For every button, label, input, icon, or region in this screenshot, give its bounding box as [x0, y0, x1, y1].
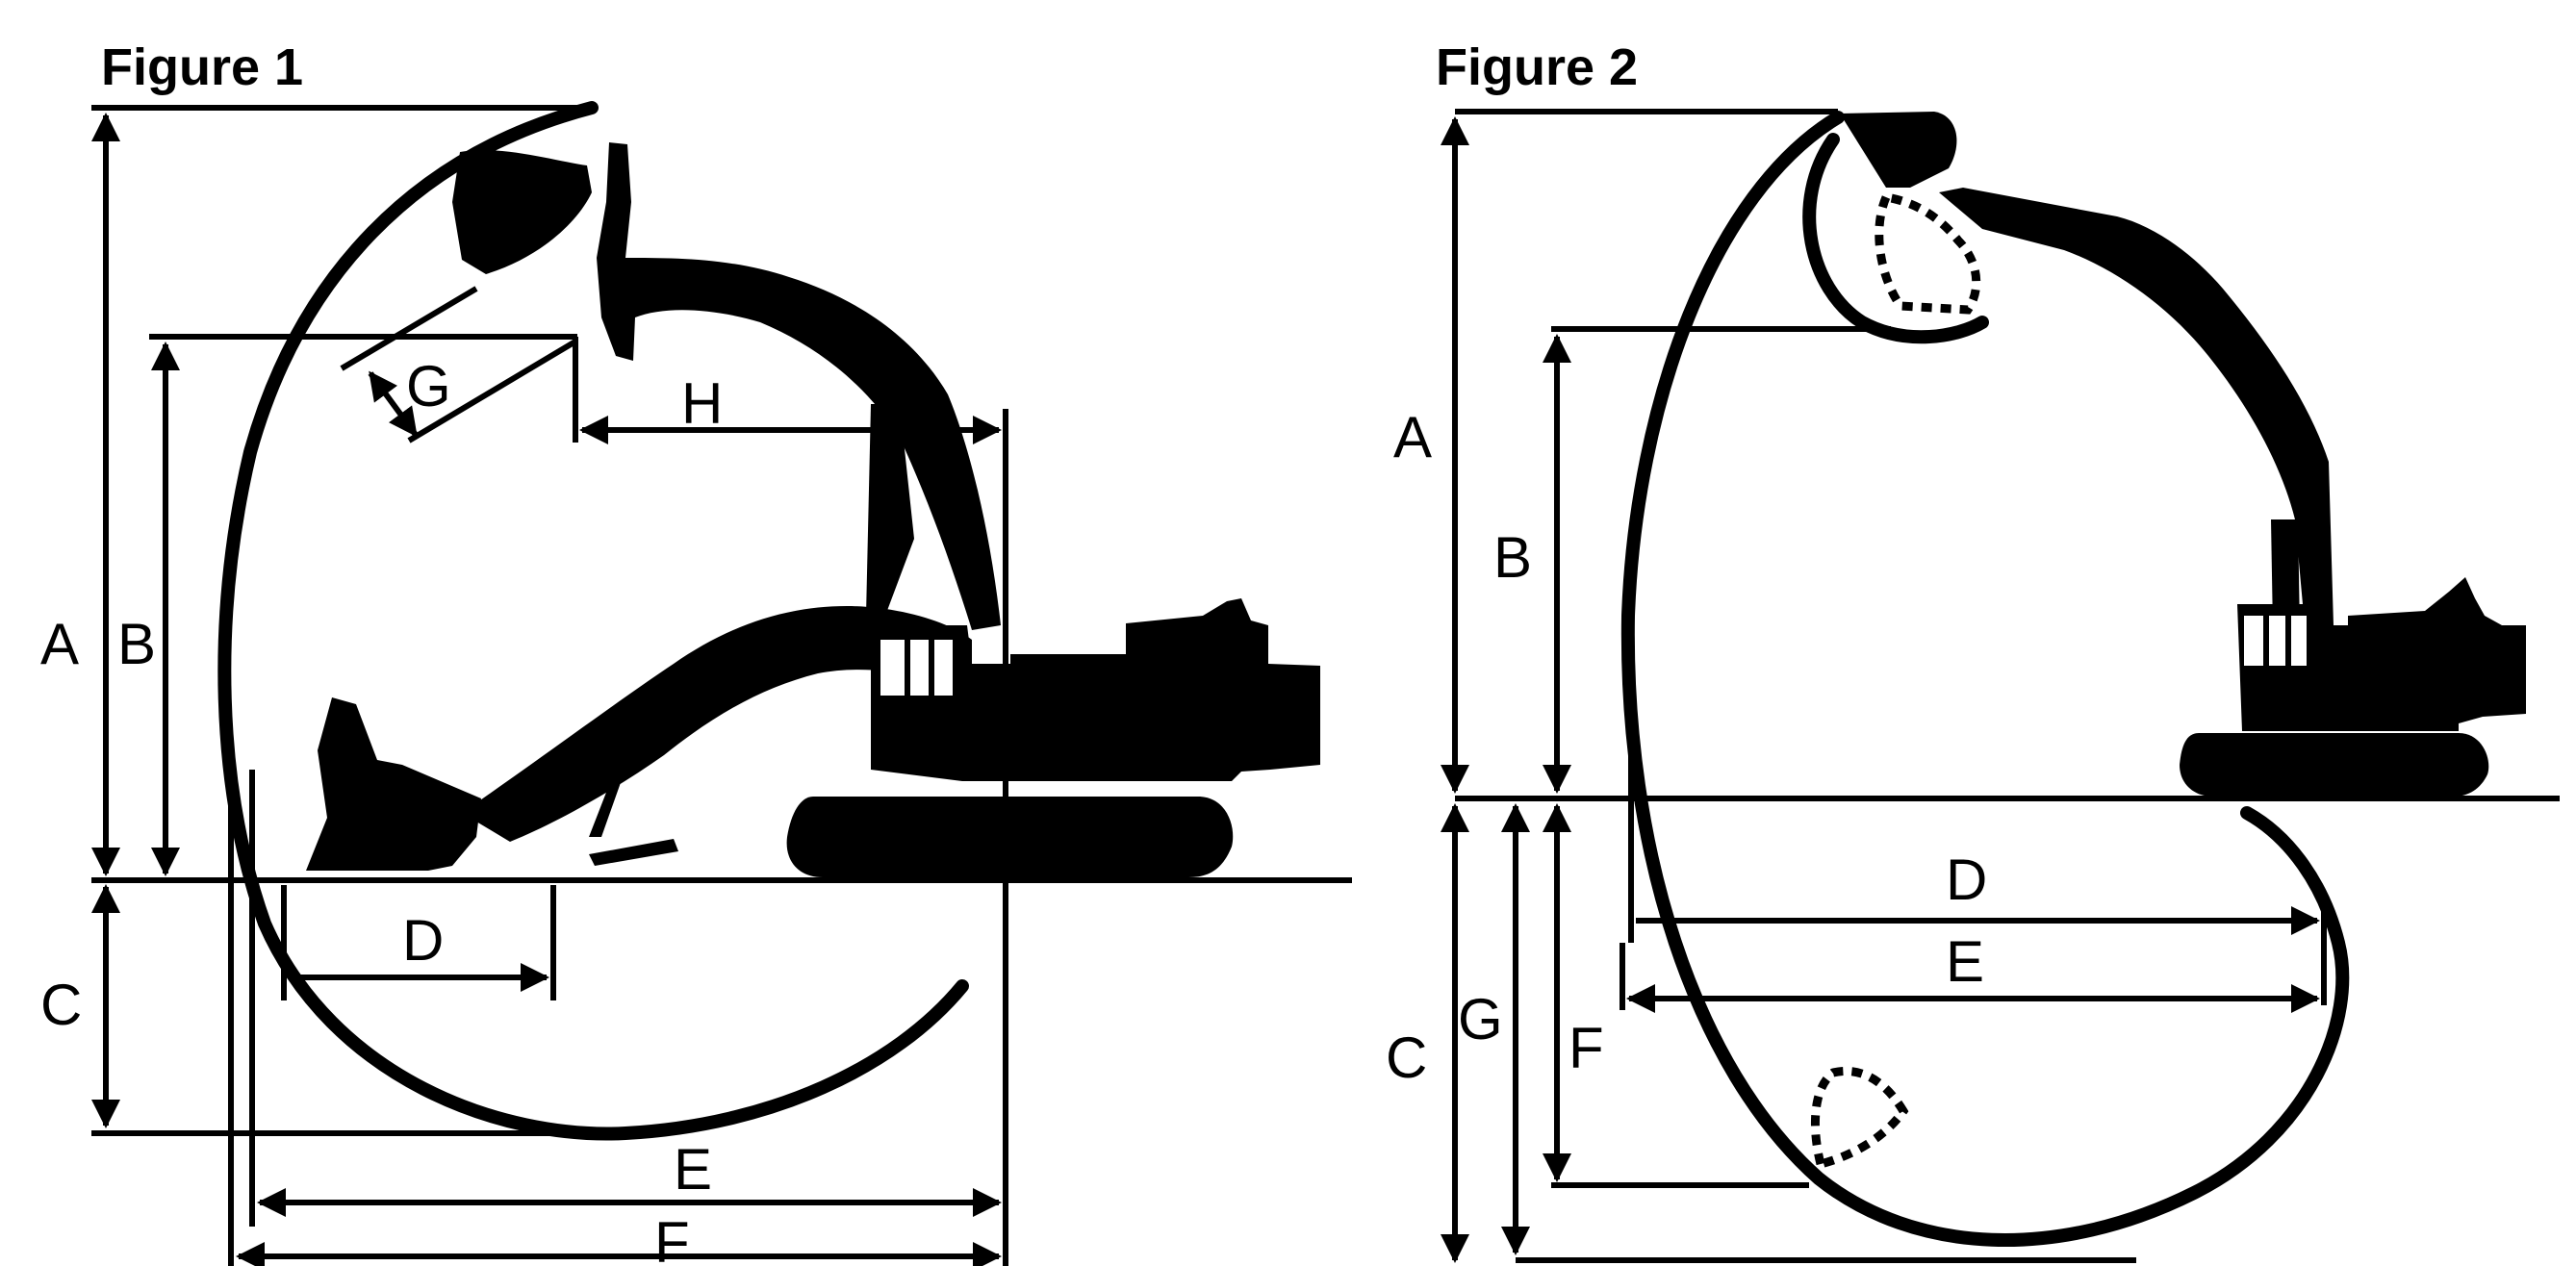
excavator-reach-pose: [452, 142, 1001, 630]
figure-2-title: Figure 2: [1436, 38, 1638, 96]
bucket-top: [452, 149, 592, 274]
label-a: A: [40, 612, 79, 676]
dimension-d-2: D: [1628, 664, 2327, 1005]
figure-1: Figure 1 A B C D: [40, 38, 1352, 1266]
excavator-body-fig1: [786, 598, 1320, 877]
dimension-f: F: [228, 750, 1002, 1266]
dipper-link: [589, 768, 624, 837]
boom-cylinder: [866, 404, 914, 616]
working-envelope-curve: [217, 101, 969, 1141]
boom-arm-2: [1939, 188, 2334, 625]
upper-structure-2: [2237, 577, 2526, 731]
cab-window-2: [2244, 616, 2307, 666]
cab-window: [880, 640, 953, 696]
label-f-2: F: [1569, 1016, 1604, 1080]
label-d: D: [402, 908, 444, 973]
label-h: H: [681, 371, 723, 436]
dimension-f-2: F: [1543, 803, 1809, 1188]
dimension-g: G: [340, 286, 577, 443]
label-g: G: [406, 354, 451, 418]
inner-envelope-loop: [1802, 133, 1989, 344]
dotted-bucket-top: [1875, 191, 1981, 315]
dimension-b: B: [117, 334, 577, 876]
upper-structure: [871, 598, 1320, 781]
dimension-e-2: E: [1620, 929, 2320, 1013]
figure-1-title: Figure 1: [101, 38, 303, 96]
crawler-track: [786, 797, 1234, 877]
label-e-2: E: [1946, 929, 1984, 994]
label-a-2: A: [1393, 405, 1432, 469]
label-d-2: D: [1946, 848, 1987, 912]
bucket-top-2: [1840, 112, 1957, 188]
dimension-a: A: [40, 105, 592, 876]
dotted-bucket-bottom: [1810, 1067, 1909, 1170]
dimension-c: C: [40, 884, 558, 1136]
dimension-g-2: G: [1458, 803, 2136, 1263]
dimension-d: D: [281, 885, 556, 1000]
label-f: F: [654, 1210, 690, 1266]
label-c: C: [40, 973, 82, 1037]
boom-arm-lower: [462, 606, 972, 842]
boom-arm-upper: [597, 142, 1001, 630]
figure-2: Figure 2 A B C G: [1386, 38, 2560, 1263]
dimension-c-2: C: [1386, 803, 1469, 1263]
boom-cylinder-2: [2271, 519, 2300, 630]
excavator-body-fig2: [2180, 577, 2526, 797]
label-g-2: G: [1458, 987, 1503, 1051]
dimension-a-2: A: [1393, 109, 1838, 794]
excavator-ground-pose: [306, 606, 972, 871]
label-e: E: [674, 1137, 712, 1202]
working-envelope-curve-2: [1620, 111, 2350, 1247]
label-b-2: B: [1493, 525, 1532, 590]
dimension-b-2: B: [1493, 326, 1891, 794]
crawler-track-2: [2180, 733, 2489, 797]
label-c-2: C: [1386, 1025, 1427, 1090]
label-b: B: [117, 612, 156, 676]
ground-debris: [589, 839, 678, 866]
bucket-ground: [306, 697, 481, 871]
